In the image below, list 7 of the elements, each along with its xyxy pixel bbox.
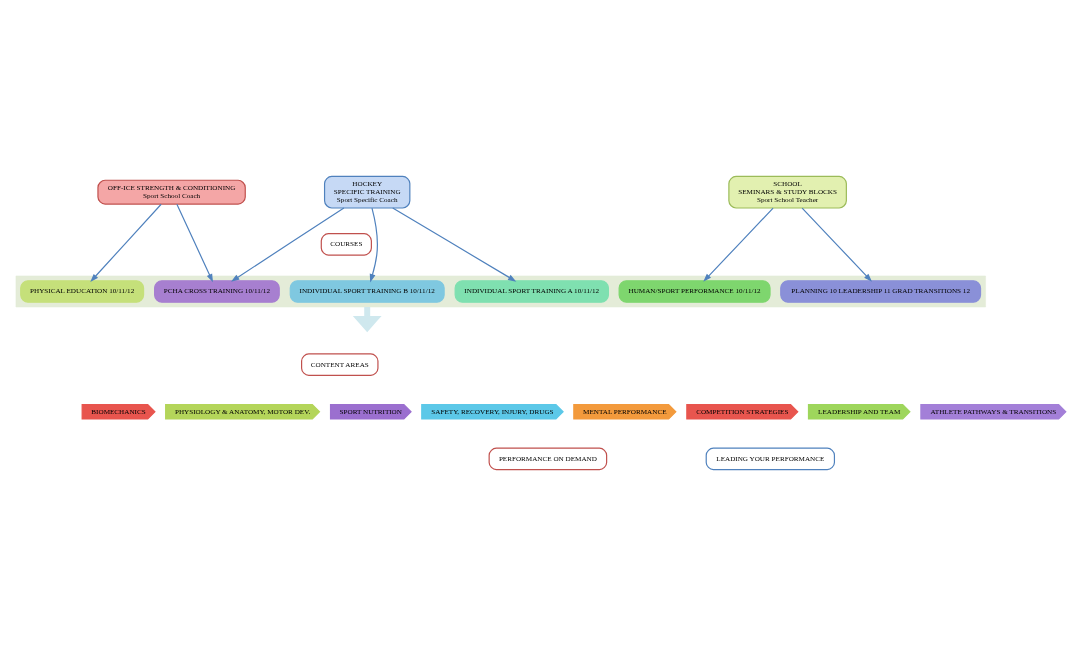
arrow bbox=[176, 203, 213, 282]
arrow bbox=[230, 206, 345, 282]
arrow bbox=[369, 207, 378, 282]
arrow bbox=[801, 207, 872, 282]
arrow bbox=[90, 203, 162, 282]
arrow bbox=[392, 206, 517, 282]
arrow bbox=[703, 207, 774, 282]
